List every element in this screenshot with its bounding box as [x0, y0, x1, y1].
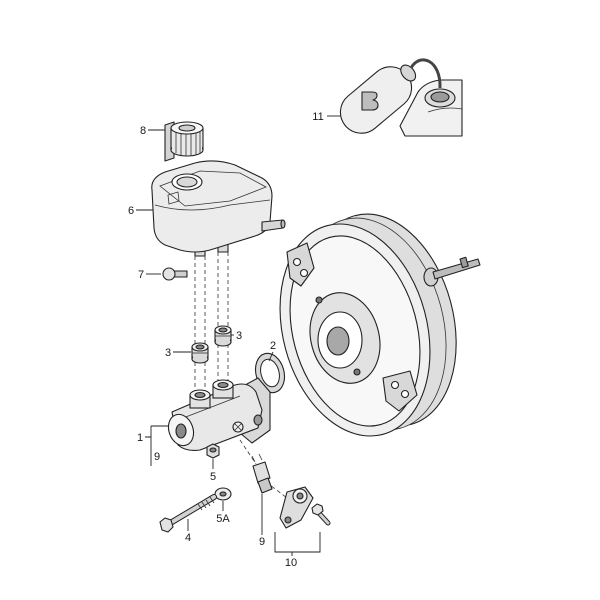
callout-5: 5 [210, 471, 216, 483]
grommet-upper-part-3 [214, 325, 232, 347]
booster-center-hole [326, 326, 350, 356]
reservoir-shoulder-line [154, 199, 271, 211]
gasket-inner [260, 358, 280, 388]
dashed-line [239, 439, 257, 465]
switch-pin [258, 453, 263, 461]
leader-10-bracket [274, 532, 321, 556]
washer-part-5a [214, 487, 232, 501]
leader-1-bracket [145, 425, 168, 466]
callout-1: 1 [137, 432, 143, 444]
bracket-lower-hole [284, 516, 292, 524]
bolt-shaft-fill [170, 495, 216, 524]
reservoir-body [151, 160, 273, 253]
callout-6: 6 [128, 205, 134, 217]
inset-part-11 [339, 58, 463, 137]
callout-3-lower: 3 [165, 347, 171, 359]
master-cylinder-part-1 [167, 377, 271, 451]
grommet-lower-part-3 [191, 342, 209, 364]
cylinder-front-port [175, 423, 187, 439]
callout-9-upper: 9 [154, 451, 160, 463]
reservoir-top-deck [159, 170, 267, 207]
inset-bottle [339, 64, 417, 134]
inset-bottle-cap [400, 64, 417, 82]
booster-upper-stud-b [299, 268, 309, 278]
inset-bottle-logo [361, 91, 379, 111]
grommet-body-fill [216, 331, 230, 342]
booster-lower-bracket [382, 370, 418, 412]
booster-pushrod [432, 258, 481, 280]
screw-head [162, 267, 176, 281]
reservoir-cap-part-8 [164, 121, 204, 162]
nut-bore [209, 447, 217, 453]
bolt-part-4 [159, 494, 217, 533]
booster-lower-stud-b [400, 389, 410, 399]
cap-top-center [178, 124, 196, 132]
reservoir-filler-opening [176, 176, 198, 188]
dashed-line [265, 481, 288, 499]
nut-part-5 [206, 443, 220, 459]
grommet-bore [218, 327, 228, 333]
grommet-body-fill [193, 348, 207, 359]
inset-fill-tube [409, 58, 442, 89]
reservoir-marking [167, 191, 180, 205]
switch-body [252, 461, 271, 484]
grommet-bore [195, 344, 205, 350]
cylinder-sensor-port-cross [234, 423, 242, 431]
cylinder-mount-hole [253, 414, 263, 426]
callout-2: 2 [270, 340, 276, 352]
bracket-bolt-head [311, 503, 324, 516]
screw-part-7 [162, 267, 188, 281]
bracket-assembly-part-10 [279, 486, 331, 529]
callout-9-lower: 9 [259, 536, 265, 548]
callout-5a: 5A [216, 513, 230, 525]
callout-3-upper: 3 [236, 330, 242, 342]
reservoir-part-6 [151, 160, 286, 257]
reservoir-outlet-end [280, 219, 286, 229]
reservoir-outlet-tube [261, 219, 284, 232]
bolt-head [159, 517, 174, 533]
booster-lower-stud-a [390, 380, 400, 390]
cylinder-boss-left-bore [194, 391, 206, 399]
cylinder-boss-right-bore [217, 381, 229, 389]
washer-hole [219, 491, 227, 497]
assembly-dashed-lines [194, 252, 288, 499]
booster-pushrod-tip [459, 256, 469, 269]
callout-4: 4 [185, 532, 191, 544]
cap-side-fill [172, 129, 202, 150]
switch-part-9 [251, 453, 273, 494]
bracket-pivot-hole [296, 492, 304, 500]
callout-8: 8 [140, 125, 146, 137]
switch-plug [257, 477, 273, 494]
leader-2 [268, 351, 274, 362]
callout-11: 11 [312, 111, 323, 123]
booster-mount-hole-b [353, 368, 361, 376]
bolt-thread [197, 496, 215, 511]
brake-booster [279, 213, 481, 437]
booster-upper-stud-a [292, 257, 302, 267]
switch-pin [251, 455, 256, 463]
callout-7: 7 [138, 269, 144, 281]
booster-mount-hole-a [315, 296, 323, 304]
cap-ridges [175, 132, 201, 156]
callout-10: 10 [285, 557, 297, 569]
inset-panel-edge [427, 107, 463, 113]
inset-reservoir-cap-center [430, 91, 450, 103]
